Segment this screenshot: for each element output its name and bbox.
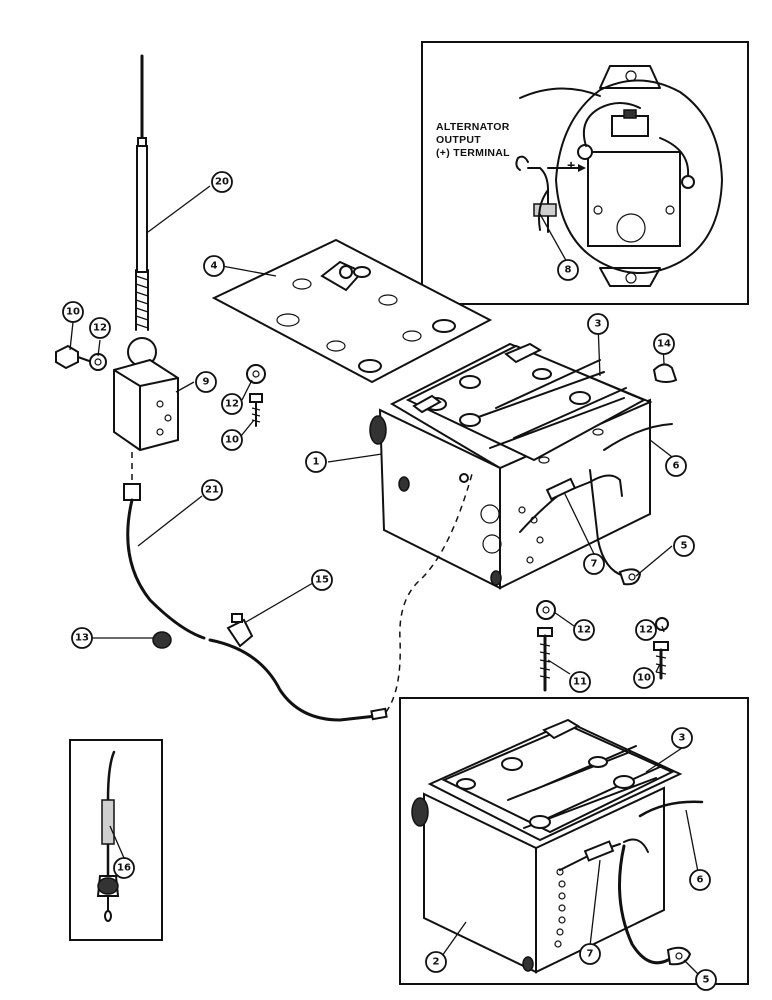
alternator-inset: ALTERNATOR OUTPUT (+) TERMINAL + [421, 41, 749, 305]
antenna-cable-drawing [123, 473, 473, 722]
callout-6-inset: 6 [689, 869, 711, 891]
callout-16: 16 [113, 857, 135, 879]
screws-lower-right [536, 600, 669, 692]
callout-3-inset: 3 [671, 727, 693, 749]
svg-text:4: 4 [211, 261, 218, 272]
callout-7-main: 7 [583, 553, 605, 575]
svg-text:11: 11 [573, 677, 587, 688]
svg-text:10: 10 [225, 435, 239, 446]
svg-text:6: 6 [697, 875, 704, 886]
svg-text:1: 1 [313, 457, 320, 468]
callout-10-center: 10 [221, 429, 243, 451]
svg-text:12: 12 [225, 399, 239, 410]
svg-text:6: 6 [673, 461, 680, 472]
screw-and-washer-center [246, 364, 266, 427]
svg-text:13: 13 [75, 633, 89, 644]
mounting-plate [211, 238, 493, 384]
callout-10-right: 10 [633, 667, 655, 689]
callout-12-left: 12 [89, 317, 111, 339]
svg-text:12: 12 [93, 323, 107, 334]
callout-8: 8 [557, 259, 579, 281]
callout-4: 4 [203, 255, 225, 277]
svg-text:3: 3 [679, 733, 686, 744]
svg-text:20: 20 [215, 177, 229, 188]
antenna-drawing [113, 54, 179, 484]
callout-10-left: 10 [62, 301, 84, 323]
svg-text:3: 3 [595, 319, 602, 330]
callout-11: 11 [569, 671, 591, 693]
svg-text:12: 12 [639, 625, 653, 636]
callout-13: 13 [71, 627, 93, 649]
terminal-lead-drawing [515, 155, 586, 233]
alternator-label-line1: ALTERNATOR [436, 121, 510, 133]
callout-21: 21 [201, 479, 223, 501]
callout-5-inset: 5 [695, 969, 717, 991]
svg-text:7: 7 [587, 949, 594, 960]
svg-text:9: 9 [203, 377, 210, 388]
callout-20: 20 [211, 171, 233, 193]
callout-14: 14 [653, 333, 675, 355]
leader-lines [69, 185, 701, 977]
callout-12-lower: 12 [573, 619, 595, 641]
callout-12-center: 12 [221, 393, 243, 415]
alternator-inset-frame [421, 41, 749, 305]
clip-14-drawing [652, 363, 678, 383]
svg-text:12: 12 [577, 625, 591, 636]
callout-1: 1 [305, 451, 327, 473]
callout-5-main: 5 [673, 535, 695, 557]
plus-terminal-mark: + [567, 157, 575, 173]
alternator-label-line3: (+) TERMINAL [436, 147, 510, 159]
callout-15: 15 [311, 569, 333, 591]
svg-text:8: 8 [565, 265, 572, 276]
svg-text:7: 7 [591, 559, 598, 570]
svg-text:5: 5 [681, 541, 688, 552]
callout-12-right: 12 [635, 619, 657, 641]
callout-3-main: 3 [587, 313, 609, 335]
radio-alternate-inset [399, 697, 749, 985]
radio-main-drawing [369, 342, 673, 590]
alternator-label-line2: OUTPUT [436, 134, 481, 146]
alternator-drawing [519, 65, 723, 287]
svg-text:10: 10 [637, 673, 651, 684]
svg-text:5: 5 [703, 975, 710, 986]
callout-9: 9 [195, 371, 217, 393]
callout-6-main: 6 [665, 455, 687, 477]
svg-text:15: 15 [315, 575, 329, 586]
svg-text:2: 2 [433, 957, 440, 968]
callout-7-inset: 7 [579, 943, 601, 965]
svg-text:16: 16 [117, 863, 131, 874]
svg-text:21: 21 [205, 485, 219, 496]
callout-2: 2 [425, 951, 447, 973]
svg-text:14: 14 [657, 339, 671, 350]
svg-text:10: 10 [66, 307, 80, 318]
